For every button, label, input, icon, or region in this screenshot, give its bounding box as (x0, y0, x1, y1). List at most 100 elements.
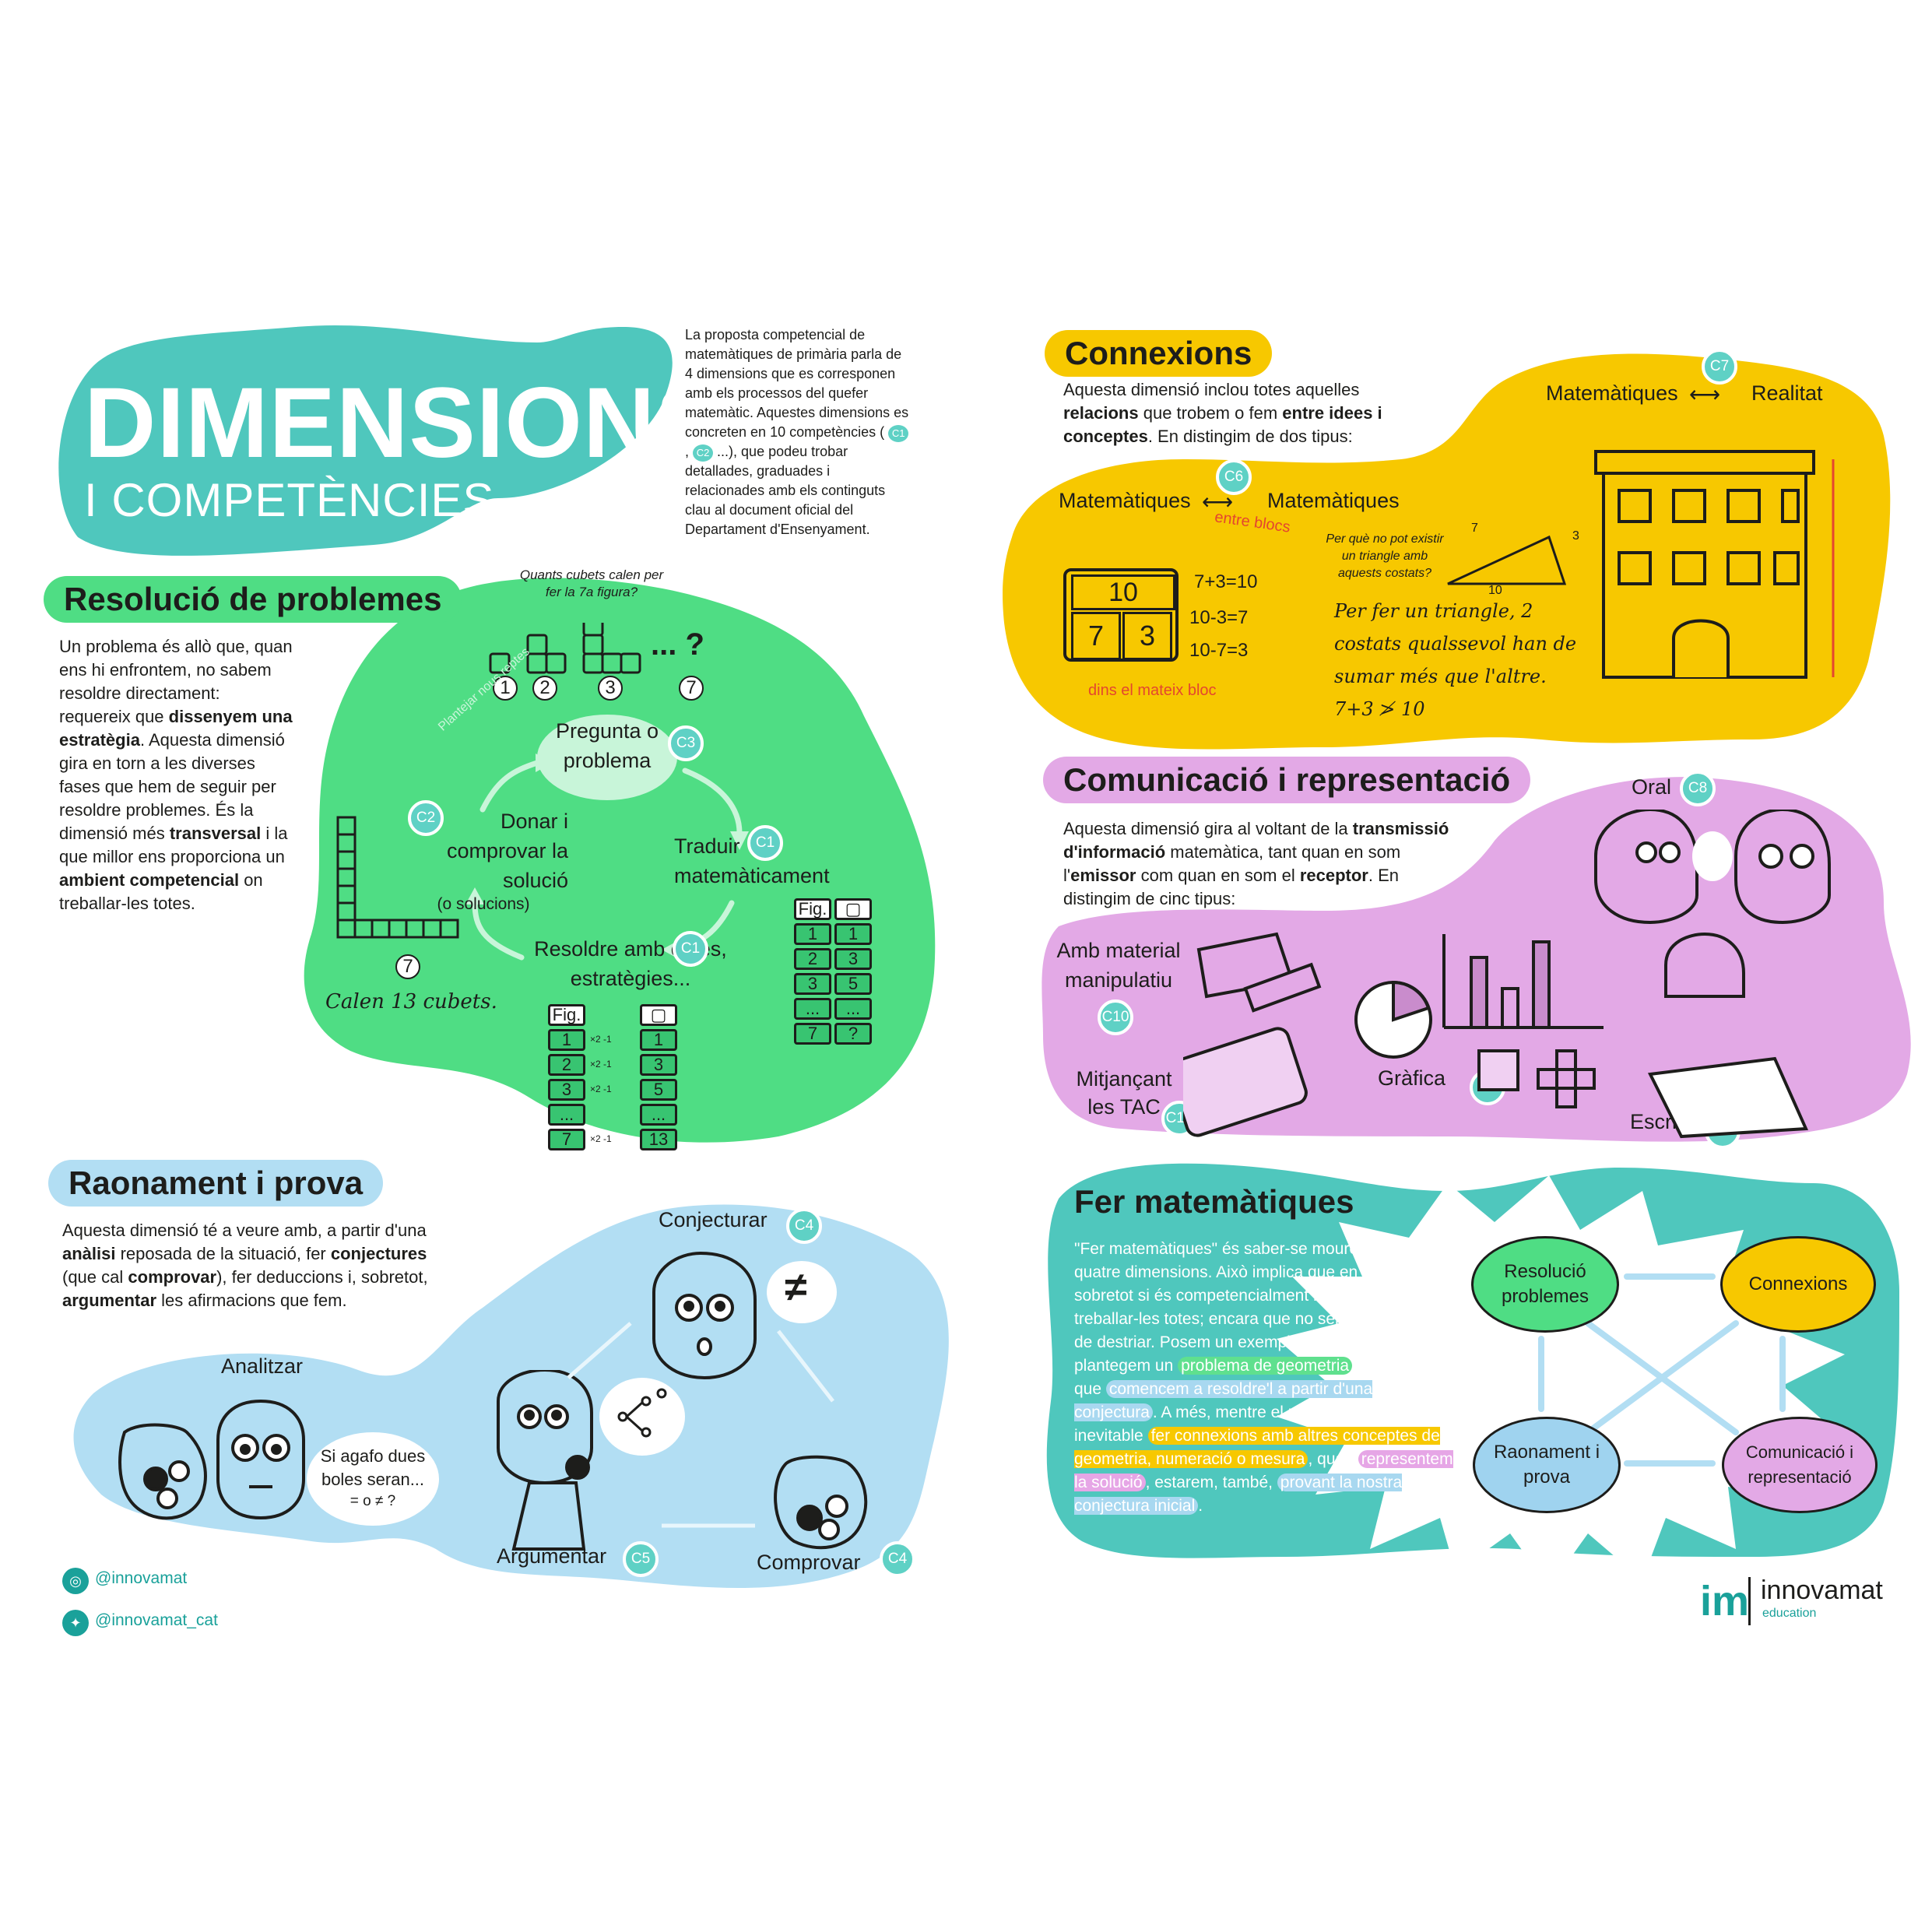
resolucio-text: Un problema és allò que, quan ens hi enf… (59, 635, 293, 915)
conjecturar-label: Conjecturar (659, 1208, 768, 1231)
badge-c3: C3 (668, 725, 704, 761)
comunicacio-text-3: com quan en som el (1136, 866, 1300, 885)
logo-brand: innovamat (1761, 1575, 1883, 1605)
raonament-bold-1: anàlisi (62, 1244, 116, 1263)
twitter-icon[interactable]: ✦ (62, 1610, 89, 1636)
seventh-figure (336, 816, 459, 939)
badge-c5: C5 (623, 1541, 659, 1577)
mat-left: Matemàtiques (1059, 489, 1191, 512)
table1-op-3: ×2 -1 (590, 1084, 612, 1094)
instagram-handle[interactable]: @innovamat (95, 1569, 188, 1587)
table1-r2c1: 2 (548, 1054, 585, 1076)
oral-label: Oral (1632, 775, 1672, 799)
fig-num-2: 2 (532, 676, 557, 701)
logo-divider (1748, 1577, 1751, 1625)
node-raonament: Raonament i prova (1473, 1417, 1621, 1513)
analitzar-bubble (307, 1432, 439, 1526)
pregunta-label: Pregunta o problema (555, 719, 659, 772)
resolucio-text-2: . Aquesta dimensió gira en torn a les di… (59, 730, 285, 843)
table2-h1: Fig. (794, 898, 831, 920)
raonament-bold-2: conjectures (330, 1244, 427, 1263)
twitter-handle[interactable]: @innovamat_cat (95, 1611, 218, 1629)
instagram-icon[interactable]: ◎ (62, 1568, 89, 1594)
table1-r5c1: 7 (548, 1129, 585, 1150)
comunicacio-text-2: matemàtica, tant quan en som l' (1063, 842, 1401, 885)
table1-op-2: ×2 -1 (590, 1059, 612, 1070)
dins-label: dins el mateix bloc (1088, 682, 1217, 699)
comunicacio-bold-1: transmissió d'informació (1063, 819, 1449, 862)
raonament-title: Raonament i prova (48, 1160, 384, 1207)
table2-r1c1: 1 (794, 923, 831, 945)
triangle-side-3: 3 (1572, 529, 1579, 543)
tac-label: Mitjançant les TAC (1076, 1067, 1172, 1119)
argumentar-illustration (497, 1370, 868, 1551)
triangle-side-7: 7 (1471, 522, 1478, 535)
table1-r3c2: 5 (640, 1079, 677, 1101)
table2-h2: ▢ (834, 898, 872, 920)
number-box-bottom-right: 3 (1122, 612, 1172, 660)
solucions-label: (o solucions) (437, 895, 530, 913)
double-arrow-icon: ⟷ (1689, 382, 1721, 406)
cubes-question: Quants cubets calen per fer la 7a figura… (519, 567, 664, 599)
fer-text-4: , quan (1308, 1450, 1358, 1468)
raonament-text-4: ), fer deduccions i, sobretot, (216, 1267, 428, 1287)
triangle-side-10: 10 (1488, 584, 1502, 597)
raonament-text-1: Aquesta dimensió té a veure amb, a parti… (62, 1221, 427, 1240)
intro-c2: C2 (693, 444, 714, 462)
resolucio-title: Resolució de problemes (44, 576, 462, 623)
building-illustration (1594, 450, 1835, 679)
fer-highlight-1: problema de geometria (1178, 1357, 1353, 1375)
table2-r3c1: 3 (794, 973, 831, 995)
logo-sub: education (1762, 1607, 1817, 1620)
resolucio-text-3: i la que millor ens proporciona un (59, 824, 288, 866)
number-box-bottom-left: 7 (1071, 612, 1121, 660)
fer-text-6: . (1198, 1497, 1203, 1515)
comunicacio-text: Aquesta dimensió gira al voltant de la t… (1063, 817, 1453, 911)
table1-r1c1: 1 (548, 1029, 585, 1051)
table1-op-1: ×2 -1 (590, 1034, 612, 1045)
table1-h1: Fig. (548, 1004, 585, 1026)
connexions-bold-1: relacions (1063, 403, 1139, 423)
node-comunicacio: Comunicació i representació (1722, 1417, 1878, 1513)
connexions-text-3: . En distingim de dos tipus: (1147, 427, 1353, 446)
comunicacio-title: Comunicació i representació (1043, 757, 1531, 803)
raonament-text-2: reposada de la situació, fer (115, 1244, 331, 1263)
table1-r3c1: 3 (548, 1079, 585, 1101)
connexions-text-2: que trobem o fem (1138, 403, 1283, 423)
logo-mark: im (1700, 1578, 1750, 1625)
fig-num-3: 3 (598, 676, 623, 701)
intro-text: La proposta competencial de matemàtiques… (685, 325, 911, 539)
comunicacio-bold-2: emissor (1070, 866, 1136, 885)
triangle-rule: Per fer un triangle, 2 costats qualssevo… (1334, 600, 1577, 720)
table1-h2: ▢ (640, 1004, 677, 1026)
badge-c8-a: C8 (1680, 771, 1716, 806)
badge-c1-b: C1 (673, 931, 708, 967)
fer-text-3: . A més, mentre el resolem serà gairebé … (1074, 1403, 1442, 1445)
comunicacio-text-4: . En distingim de cinc tipus: (1063, 866, 1400, 908)
table2-r3c2: 5 (834, 973, 872, 995)
table1-r1c2: 1 (640, 1029, 677, 1051)
raonament-text: Aquesta dimensió té a veure amb, a parti… (62, 1219, 451, 1312)
equation-1: 7+3=10 (1194, 571, 1258, 592)
raonament-text-3: (que cal (62, 1267, 128, 1287)
comunicacio-bold-3: receptor (1299, 866, 1368, 885)
table1-r4c2: ... (640, 1104, 677, 1126)
table2-r4c2: ... (834, 998, 872, 1020)
analitzar-illustration (118, 1399, 305, 1520)
table2-r4c1: ... (794, 998, 831, 1020)
connexions-title: Connexions (1045, 330, 1273, 377)
triangle-drawing (1447, 535, 1567, 585)
seventh-label: 7 (395, 954, 420, 979)
badge-c1-a: C1 (747, 825, 783, 861)
conjecturar-illustration (652, 1251, 837, 1380)
node-resolucio: Resolució problemes (1471, 1236, 1619, 1333)
fer-text-2: és probable que (1074, 1357, 1442, 1398)
cube-figures (489, 623, 641, 674)
mat-right: Matemàtiques (1267, 489, 1400, 512)
intro-text-2: ...), que podeu trobar detallades, gradu… (685, 444, 886, 537)
neq-symbol: ≠ (785, 1265, 807, 1310)
page-subtitle: I COMPETÈNCIES (84, 474, 495, 526)
table1-r2c2: 3 (640, 1054, 677, 1076)
table2-r2c2: 3 (834, 948, 872, 970)
connexions-bold-2: entre idees i conceptes (1063, 403, 1382, 446)
